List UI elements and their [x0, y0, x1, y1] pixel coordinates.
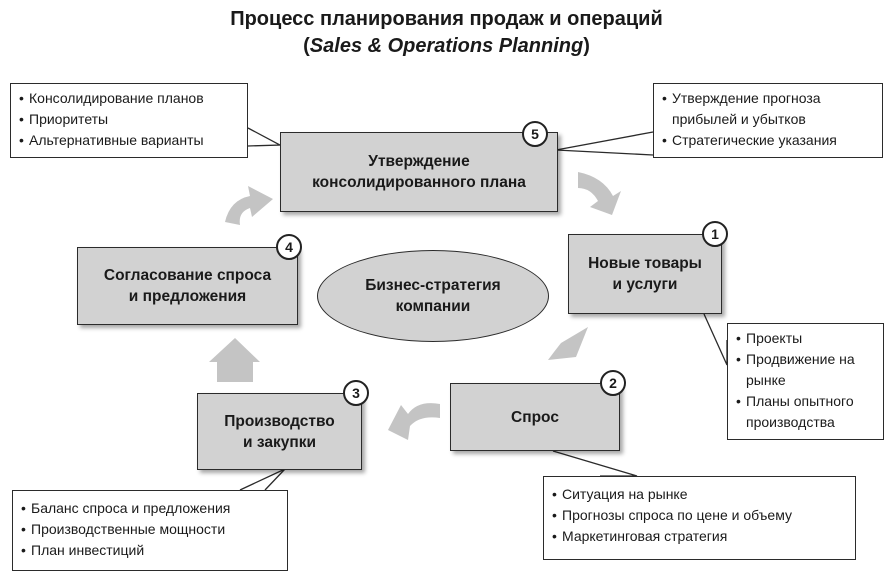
- step-2-number-badge: 2: [600, 370, 626, 396]
- callout-line-top-left: [247, 127, 283, 147]
- note-bottom-right: Ситуация на рынке Прогнозы спроса по цен…: [543, 476, 856, 560]
- callout-line-right: [703, 313, 728, 366]
- note-bottom-right-list: Ситуация на рынке Прогнозы спроса по цен…: [552, 484, 847, 547]
- note-item: Консолидирование планов: [19, 88, 239, 109]
- step-1-number-badge: 1: [702, 221, 728, 247]
- note-item: Утверждение прогноза прибылей и убытков: [662, 88, 874, 130]
- note-item: Продвижение на рынке: [736, 349, 875, 391]
- note-top-left-list: Консолидирование планов Приоритеты Альте…: [19, 88, 239, 151]
- note-bottom-left-list: Баланс спроса и предложения Производстве…: [21, 498, 279, 561]
- cycle-arrow-2-to-3: [388, 403, 440, 440]
- step-5-label: Утверждение консолидированного плана: [312, 153, 526, 191]
- note-right-list: Проекты Продвижение на рынке Планы опытн…: [736, 328, 875, 433]
- note-item: Прогнозы спроса по цене и объему: [552, 505, 847, 526]
- step-1-new-products: Новые товары и услуги: [568, 234, 722, 314]
- center-label: Бизнес-стратегия компании: [365, 277, 501, 315]
- step-2-demand: Спрос: [450, 383, 620, 451]
- note-item: Альтернативные варианты: [19, 130, 239, 151]
- title-line-2: (Sales & Operations Planning): [0, 33, 893, 60]
- note-item: Маркетинговая стратегия: [552, 526, 847, 547]
- step-4-label: Согласование спроса и предложения: [103, 267, 272, 305]
- note-item: Производственные мощности: [21, 519, 279, 540]
- note-item: Баланс спроса и предложения: [21, 498, 279, 519]
- note-top-right: Утверждение прогноза прибылей и убытков …: [653, 83, 883, 158]
- callout-line-bottom-left: [239, 468, 286, 491]
- step-4-balancing: Согласование спроса и предложения: [77, 247, 298, 325]
- note-item: Планы опытного производства: [736, 391, 875, 433]
- note-item: Приоритеты: [19, 109, 239, 130]
- cycle-arrow-3-to-4: [209, 338, 260, 382]
- note-top-right-list: Утверждение прогноза прибылей и убытков …: [662, 88, 874, 151]
- center-business-strategy: Бизнес-стратегия компании: [317, 250, 549, 342]
- cycle-arrow-5-to-1: [578, 172, 621, 215]
- step-5-approve-plan: Утверждение консолидированного плана: [280, 132, 558, 212]
- step-5-number-badge: 5: [522, 121, 548, 147]
- note-right: Проекты Продвижение на рынке Планы опытн…: [727, 323, 884, 440]
- note-bottom-left: Баланс спроса и предложения Производстве…: [12, 490, 288, 571]
- note-top-left: Консолидирование планов Приоритеты Альте…: [10, 83, 248, 158]
- title-paren-open: (: [303, 35, 310, 57]
- title-line-1: Процесс планирования продаж и операций: [230, 8, 663, 30]
- step-2-label: Спрос: [511, 408, 559, 426]
- note-item: Ситуация на рынке: [552, 484, 847, 505]
- title-english: Sales & Operations Planning: [309, 35, 584, 57]
- step-3-label: Производство и закупки: [224, 412, 335, 451]
- step-3-number-badge: 3: [343, 380, 369, 406]
- step-1-label: Новые товары и услуги: [588, 255, 702, 293]
- callout-line-bottom-right: [552, 450, 638, 477]
- note-item: План инвестиций: [21, 540, 279, 561]
- diagram-title: Процесс планирования продаж и операций (…: [0, 6, 893, 60]
- cycle-arrow-1-to-2: [548, 327, 588, 360]
- step-3-production: Производство и закупки: [197, 393, 362, 470]
- note-item: Стратегические указания: [662, 130, 874, 151]
- note-item: Проекты: [736, 328, 875, 349]
- step-4-number-badge: 4: [276, 234, 302, 260]
- title-paren-close: ): [583, 35, 590, 57]
- cycle-arrow-4-to-5: [225, 186, 273, 225]
- callout-line-top-right: [555, 131, 654, 156]
